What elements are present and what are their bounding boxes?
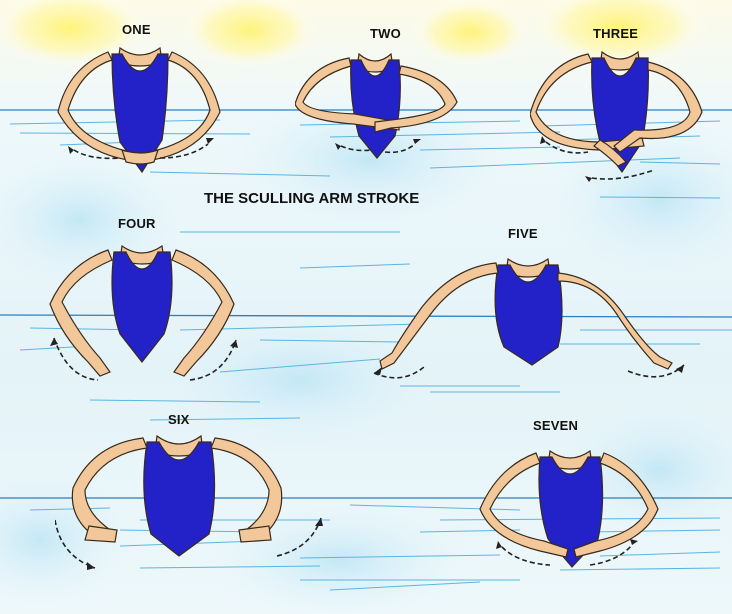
swimsuit bbox=[351, 60, 401, 158]
swimmer-figure-seven bbox=[478, 445, 663, 585]
scull-arrows bbox=[374, 365, 684, 378]
right-arm bbox=[558, 273, 672, 369]
step-label-five: FIVE bbox=[508, 226, 538, 241]
swimmer-figure-four bbox=[40, 240, 250, 390]
step-label-four: FOUR bbox=[118, 216, 156, 231]
swimmer-figure-three bbox=[530, 42, 710, 192]
swimmer-figure-one bbox=[50, 40, 230, 190]
swimsuit bbox=[112, 252, 172, 362]
swimsuit bbox=[144, 442, 215, 556]
right-arm bbox=[211, 438, 282, 540]
swimmer-figure-six bbox=[55, 430, 330, 580]
step-label-one: ONE bbox=[122, 22, 151, 37]
left-arm bbox=[72, 438, 147, 540]
diagram-title: THE SCULLING ARM STROKE bbox=[204, 190, 419, 207]
step-label-two: TWO bbox=[370, 26, 401, 41]
swimsuit bbox=[495, 265, 562, 365]
step-label-seven: SEVEN bbox=[533, 418, 578, 433]
step-label-three: THREE bbox=[593, 26, 638, 41]
left-arm bbox=[50, 250, 112, 376]
swimmer-figure-two bbox=[295, 50, 465, 170]
right-arm bbox=[172, 250, 234, 376]
left-arm bbox=[380, 263, 498, 369]
swimmer-figure-five bbox=[362, 255, 702, 390]
step-label-six: SIX bbox=[168, 412, 190, 427]
